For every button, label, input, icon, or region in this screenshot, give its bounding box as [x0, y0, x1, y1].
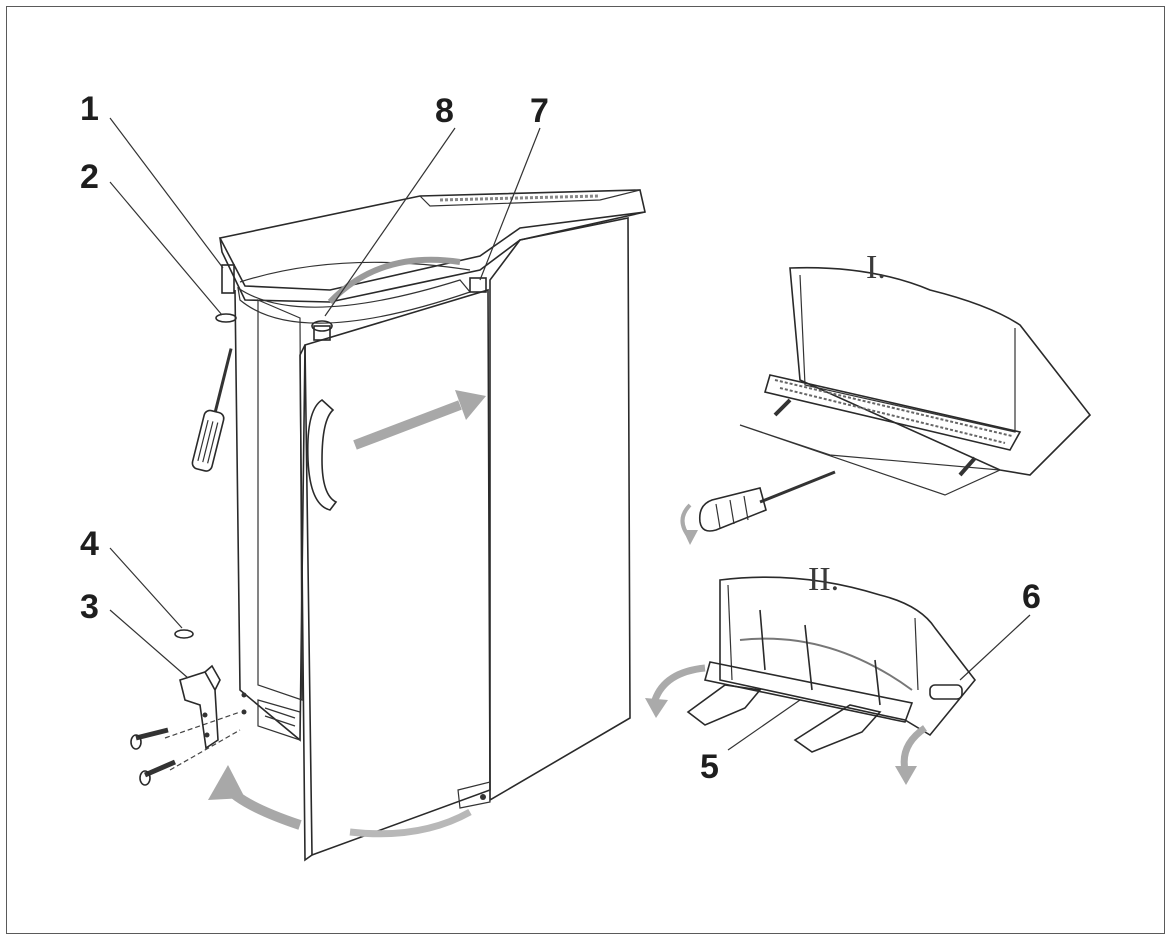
inset-step-2	[704, 576, 977, 737]
screwdriver-icon	[680, 470, 836, 545]
step-label-2: II.	[808, 561, 839, 598]
step-label-1: I.	[866, 249, 886, 286]
callout-6: 6	[1022, 578, 1041, 616]
screw-icon	[139, 759, 176, 786]
diagram-frame	[6, 6, 1165, 934]
screwdriver-icon	[191, 348, 233, 472]
inset-step-1	[739, 266, 1092, 496]
direction-arrow-icon	[353, 390, 486, 450]
callout-2: 2	[80, 158, 99, 196]
screw-icon	[130, 727, 169, 750]
callout-1: 1	[80, 90, 99, 128]
callout-7: 7	[530, 92, 549, 130]
rotate-arrow-icon	[895, 725, 928, 785]
hinge-icon	[179, 664, 221, 750]
callout-8: 8	[435, 92, 454, 130]
washer-icon	[174, 629, 194, 639]
callout-5: 5	[700, 748, 719, 786]
callout-4: 4	[80, 525, 99, 563]
rotate-arrow-icon	[645, 664, 706, 718]
hand-icon	[686, 684, 762, 726]
callout-3: 3	[80, 588, 99, 626]
callout-leaders	[109, 117, 1031, 751]
hand-icon	[793, 704, 882, 753]
rotate-arrow-icon	[208, 765, 472, 838]
refrigerator-body	[164, 189, 646, 862]
